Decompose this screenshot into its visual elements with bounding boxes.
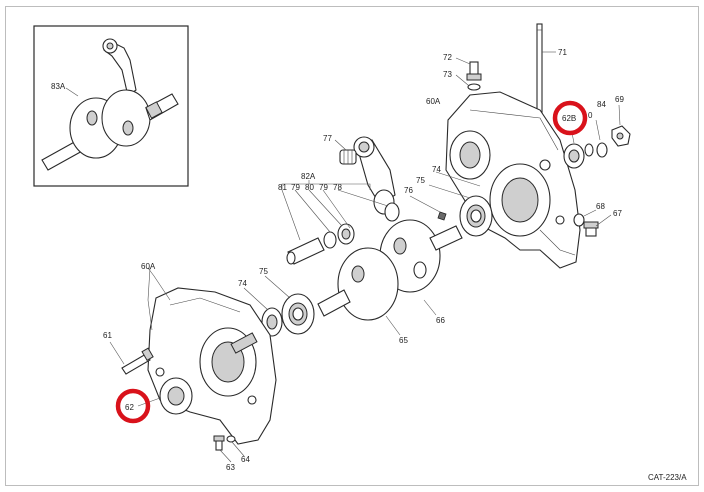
callout-74-top: 74 <box>432 165 441 174</box>
plug-67 <box>583 221 599 237</box>
callout-73: 73 <box>443 70 452 79</box>
diagram-frame <box>5 6 699 486</box>
washer-small <box>584 143 594 157</box>
crankcase-left-60a <box>147 287 277 445</box>
callout-82a: 82A <box>301 172 316 181</box>
callout-75-low: 75 <box>259 267 268 276</box>
callout-69: 69 <box>615 95 624 104</box>
washer-79-80 <box>323 202 400 249</box>
highlight-62b <box>552 100 588 136</box>
crankshaft-inset <box>33 25 189 187</box>
callout-61: 61 <box>103 331 112 340</box>
callout-77: 77 <box>323 134 332 143</box>
washer-68 <box>573 213 585 227</box>
screw-63 <box>213 435 225 451</box>
needle-bearing-77 <box>339 149 357 165</box>
callout-83a: 83A <box>51 82 66 91</box>
callout-71: 71 <box>558 48 567 57</box>
piston-pin-81 <box>286 237 325 265</box>
callout-65: 65 <box>399 336 408 345</box>
seal-62b <box>563 143 585 169</box>
shaft-right <box>429 225 463 251</box>
callout-66: 66 <box>436 316 445 325</box>
callout-84: 84 <box>597 100 606 109</box>
key-76 <box>437 211 447 221</box>
bearing-75-right <box>459 195 493 237</box>
callout-67: 67 <box>613 209 622 218</box>
bearing-75-left <box>281 293 315 335</box>
valve-72 <box>466 61 482 91</box>
callout-79b: 79 <box>319 183 328 192</box>
callout-62b: 62B <box>562 114 576 123</box>
catalog-code: CAT-223/A <box>648 473 687 482</box>
callout-80: 80 <box>305 183 314 192</box>
callout-74-low: 74 <box>238 279 247 288</box>
callout-0: 0 <box>588 111 593 120</box>
screw-61 <box>121 347 154 375</box>
connecting-rod-82a <box>353 136 396 215</box>
washer-64 <box>226 435 236 443</box>
seal-74-left <box>261 307 283 337</box>
callout-60a-left: 60A <box>141 262 156 271</box>
callout-75-top: 75 <box>416 176 425 185</box>
callout-78: 78 <box>333 183 342 192</box>
callout-68: 68 <box>596 202 605 211</box>
callout-81: 81 <box>278 183 287 192</box>
callout-76: 76 <box>404 186 413 195</box>
crankcase-right-60a <box>445 91 581 269</box>
callout-72: 72 <box>443 53 452 62</box>
highlight-62 <box>115 388 151 424</box>
callout-64: 64 <box>241 455 250 464</box>
callout-60a-top: 60A <box>426 97 441 106</box>
shaft-left <box>317 289 351 317</box>
callout-63: 63 <box>226 463 235 472</box>
flywheel-65 <box>337 247 399 321</box>
callout-62: 62 <box>125 403 134 412</box>
nut-69 <box>611 125 631 147</box>
callout-79a: 79 <box>291 183 300 192</box>
washer-84 <box>596 142 608 158</box>
